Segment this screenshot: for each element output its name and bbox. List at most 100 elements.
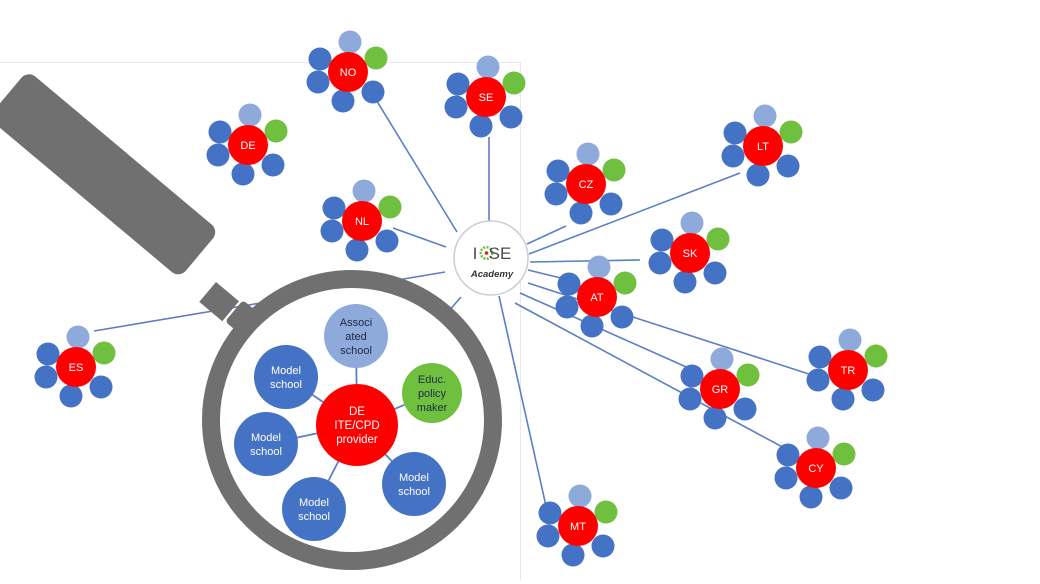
associated-school-dot <box>710 347 734 371</box>
policy-maker-dot <box>864 344 888 368</box>
magnified-link <box>384 453 393 462</box>
model-school-dot <box>320 219 344 243</box>
model-school-dot <box>610 305 634 329</box>
policy-maker-dot <box>736 363 760 387</box>
magnifier-handle <box>0 74 216 275</box>
model-school-dot <box>89 375 113 399</box>
icse-academy-hub: I SE Academy <box>453 220 529 296</box>
model-school-dot <box>746 163 770 187</box>
model-school-dot <box>546 159 570 183</box>
node-label-line: policy <box>418 388 447 400</box>
associated-school-dot <box>838 328 862 352</box>
hub-logo-c-icon <box>479 245 494 260</box>
country-label: NO <box>340 67 357 79</box>
country-label: LT <box>757 141 769 153</box>
node-label-line: school <box>250 446 282 458</box>
provider-node <box>466 77 506 117</box>
provider-node <box>558 506 598 546</box>
node-label-line: school <box>270 379 302 391</box>
link-tr <box>527 282 816 377</box>
node-circle <box>254 345 318 409</box>
provider-node <box>796 448 836 488</box>
country-cluster-tr: TR <box>806 328 888 411</box>
node-label-line: maker <box>417 402 448 414</box>
country-label: SK <box>683 248 698 260</box>
node-label-line: Model <box>299 497 329 509</box>
frame-right-border <box>520 62 521 580</box>
policy-maker-dot <box>502 71 526 95</box>
node-label-line: provider <box>336 434 378 446</box>
model-school-dot <box>34 365 58 389</box>
node-label-line: Model <box>251 432 281 444</box>
frame-top-border <box>0 62 521 63</box>
hub-title: SE <box>489 244 512 263</box>
policy-maker-dot <box>832 442 856 466</box>
country-label: CZ <box>579 179 594 191</box>
node-circle <box>402 363 462 423</box>
model-school-dot <box>536 524 560 548</box>
model-school-dot <box>375 229 399 253</box>
country-cluster-lt: LT <box>721 104 803 187</box>
node-label-line: Associ <box>340 317 372 329</box>
policy-maker-dot <box>264 119 288 143</box>
link-mt <box>498 295 547 507</box>
model-school-dot <box>569 201 593 225</box>
country-label: SE <box>479 92 494 104</box>
node-label-line: school <box>298 511 330 523</box>
provider-node <box>577 277 617 317</box>
model-school-dot <box>774 466 798 490</box>
provider-node <box>342 201 382 241</box>
provider-node <box>228 125 268 165</box>
node-circle <box>324 304 388 368</box>
model-school-dot <box>703 261 727 285</box>
associated-school-dot <box>338 30 362 54</box>
model-school-dot <box>808 345 832 369</box>
associated-school-dot <box>753 104 777 128</box>
model-school-dot <box>831 387 855 411</box>
provider-node <box>700 369 740 409</box>
model-school-dot <box>231 162 255 186</box>
model-school-dot <box>703 406 727 430</box>
node-circle <box>316 384 398 466</box>
model-school-dot <box>36 342 60 366</box>
node-circle <box>282 477 346 541</box>
model-school-dot <box>650 228 674 252</box>
country-cluster-gr: GR <box>678 347 760 430</box>
model-school-dot <box>806 368 830 392</box>
country-cluster-cz: CZ <box>544 142 626 225</box>
node-label-line: DE <box>349 406 365 418</box>
model-school-dot <box>306 70 330 94</box>
model-school-node: Model school <box>282 477 346 541</box>
model-school-dot <box>208 120 232 144</box>
model-school-dot <box>733 397 757 421</box>
model-school-dot <box>345 238 369 262</box>
associated-school-dot <box>587 255 611 279</box>
magnified-link <box>394 403 405 410</box>
magnifier-neck <box>199 282 239 322</box>
link-no <box>374 97 458 233</box>
model-school-dot <box>59 384 83 408</box>
model-school-dot <box>444 95 468 119</box>
node-circle <box>234 412 298 476</box>
country-cluster-es: ES <box>34 325 116 408</box>
policy-maker-dot <box>594 500 618 524</box>
model-school-dot <box>591 534 615 558</box>
provider-node <box>828 350 868 390</box>
model-school-dot <box>776 443 800 467</box>
model-school-dot <box>723 121 747 145</box>
policy-maker-node: Educ. policy maker <box>402 363 462 423</box>
model-school-dot <box>799 485 823 509</box>
link-gr <box>519 292 694 371</box>
node-label-line: school <box>398 486 430 498</box>
node-label-line: school <box>340 345 372 357</box>
policy-maker-dot <box>364 46 388 70</box>
associated-school-dot <box>352 179 376 203</box>
model-school-node: Model school <box>234 412 298 476</box>
node-label-line: Educ. <box>418 374 446 386</box>
policy-maker-dot <box>92 341 116 365</box>
